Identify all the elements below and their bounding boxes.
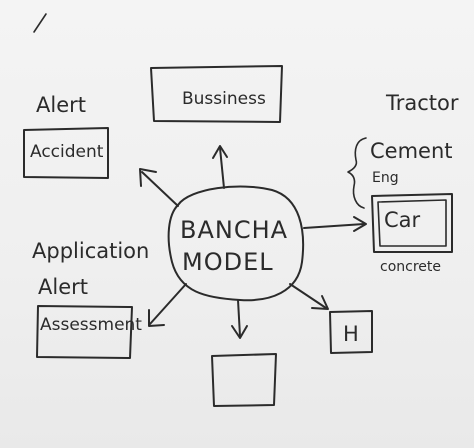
center-node-line2: MODEL xyxy=(182,248,274,276)
assessment-box-text: Assessment xyxy=(40,315,142,335)
arrow-to-tractor-head xyxy=(353,216,367,232)
application-node-label-line1: Application xyxy=(32,239,149,263)
application-node-label-line2: Alert xyxy=(38,275,88,299)
assessment-box xyxy=(36,305,133,359)
arrow-to-business-head xyxy=(212,145,228,159)
arrow-to-assessment xyxy=(149,283,187,325)
center-node-line1: BANCHA xyxy=(180,216,288,244)
center-node-outline xyxy=(167,185,305,302)
business-box-text: Bussiness xyxy=(182,89,266,109)
car-box-text: Car xyxy=(384,208,421,232)
arrow-to-tractor xyxy=(303,223,365,229)
arrow-to-bottom-box-head xyxy=(231,325,248,339)
business-box xyxy=(150,65,283,123)
arrow-to-business xyxy=(219,147,225,189)
h-box xyxy=(329,310,373,354)
tractor-list-item2: Eng xyxy=(372,170,399,186)
stray-pen-mark xyxy=(33,13,47,33)
arrow-to-assessment-head xyxy=(148,309,165,327)
car-box xyxy=(371,193,453,253)
arrow-to-accident-head xyxy=(139,168,157,187)
accident-node-label: Alert xyxy=(36,93,86,117)
arrow-to-accident xyxy=(141,171,179,207)
tractor-brace xyxy=(347,137,367,209)
car-box-inner xyxy=(377,199,447,247)
arrow-to-h-box-head xyxy=(311,295,329,310)
tractor-list-item1: Cement xyxy=(370,139,453,163)
bottom-box xyxy=(211,353,277,407)
arrow-to-bottom-box xyxy=(237,299,241,337)
h-box-text: H xyxy=(343,322,359,346)
arrow-to-h-box xyxy=(289,283,327,309)
tractor-caption: concrete xyxy=(380,259,441,275)
accident-box-text: Accident xyxy=(30,142,104,162)
accident-box xyxy=(23,127,109,179)
tractor-node-label: Tractor xyxy=(385,91,459,115)
